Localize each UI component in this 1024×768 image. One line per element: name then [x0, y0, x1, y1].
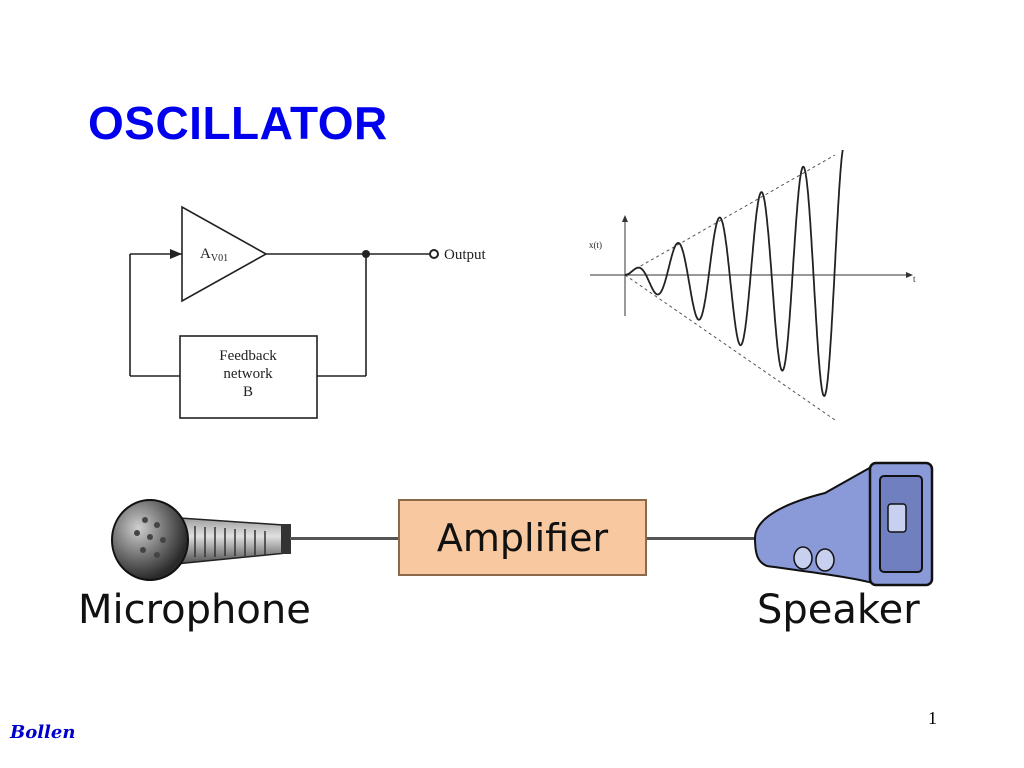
x-axis-arrow: [906, 272, 913, 278]
mic-to-amp-cable: [290, 537, 400, 540]
amplifier-box: Amplifier: [398, 499, 647, 576]
amplifier-label: Amplifier: [436, 515, 609, 560]
upper-envelope: [624, 154, 836, 276]
output-label: Output: [444, 247, 487, 263]
amplifier-gain-label: AV01: [200, 246, 228, 264]
feedback-label-line3: B: [243, 384, 253, 400]
output-terminal: [429, 249, 439, 259]
microphone-label: Microphone: [78, 587, 311, 633]
feedback-block-diagram: AV01 Output Feedback network B: [129, 205, 487, 419]
y-axis-arrow: [622, 215, 628, 222]
speaker-label: Speaker: [757, 587, 920, 633]
growing-oscillation-plot: x(t) t: [589, 150, 916, 421]
waveform-x-label: t: [913, 274, 916, 284]
speaker-icon: [753, 461, 934, 587]
feedback-label-line2: network: [223, 366, 273, 382]
microphone-icon: [111, 499, 291, 581]
waveform-y-label: x(t): [589, 240, 602, 250]
page-number: 1: [928, 708, 937, 728]
feedback-label-line1: Feedback: [219, 348, 277, 364]
amp-to-speaker-cable: [647, 537, 755, 540]
slide-title: OSCILLATOR: [88, 97, 388, 149]
lower-envelope: [624, 274, 836, 421]
feedback-arrowhead: [170, 249, 182, 259]
footer-author: Bollen: [10, 722, 76, 743]
feedback-network-box: [179, 335, 318, 419]
oscillation-curve: [625, 150, 844, 397]
